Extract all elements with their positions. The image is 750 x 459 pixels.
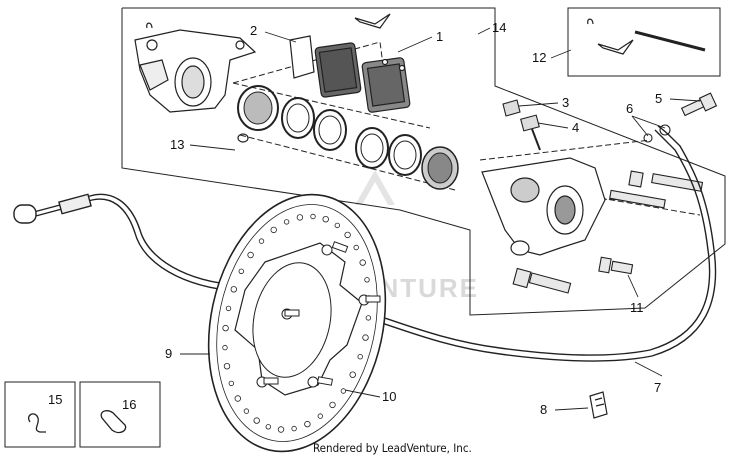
callout-11: 11 [630, 300, 644, 315]
bolts [512, 30, 718, 294]
disc-hole [344, 231, 351, 239]
disc-hole [243, 408, 250, 414]
bleed-valve [502, 99, 541, 151]
disc-hole [253, 417, 260, 424]
disc-hole [317, 413, 323, 419]
disc-hole [310, 213, 316, 220]
render-credit: Rendered by LeadVenture, Inc. [313, 441, 472, 455]
caliper-half-right [481, 157, 606, 256]
disc-hole [296, 214, 304, 221]
spring-clip [589, 391, 608, 419]
callout-8: 8 [540, 402, 547, 417]
brake-disc [207, 193, 387, 453]
callout-3: 3 [562, 95, 569, 110]
callout-labels: 1 2 3 4 5 6 7 8 9 10 11 12 13 14 15 16 [48, 20, 662, 417]
disc-hole [230, 286, 237, 293]
disc-hole [357, 354, 363, 360]
disc-hole [365, 315, 372, 321]
caliper-half-left [134, 29, 257, 113]
disc-hole [225, 305, 232, 312]
disc-hole [349, 371, 356, 378]
callout-16: 16 [122, 397, 136, 412]
disc-hole [223, 363, 231, 370]
disc-hole [362, 334, 369, 341]
disc-hole [265, 424, 271, 430]
callout-9: 9 [165, 346, 172, 361]
disc-hole [247, 251, 254, 259]
disc-hole [334, 222, 340, 229]
disc-hole [291, 425, 297, 432]
disc-hole [238, 268, 244, 274]
disc-hole [258, 238, 265, 244]
disc-hole [283, 219, 290, 225]
callout-15: 15 [48, 392, 62, 407]
disc-hole [329, 401, 336, 409]
disc-drill-holes [222, 213, 373, 433]
callout-7: 7 [654, 380, 661, 395]
disc-hole [277, 426, 285, 433]
disc-hole [304, 420, 311, 428]
callout-6: 6 [626, 101, 633, 116]
disc-hole [222, 324, 229, 332]
disc-hole [364, 277, 370, 283]
callout-4: 4 [572, 120, 579, 135]
disc-hole [234, 395, 241, 402]
small-hardware [146, 13, 634, 55]
disc-hole [228, 380, 234, 387]
callout-1: 1 [436, 29, 443, 44]
disc-hole [322, 215, 329, 223]
callout-2: 2 [250, 23, 257, 38]
inset-boxes [4, 381, 161, 448]
disc-hole [340, 388, 347, 394]
brake-pads [289, 35, 411, 113]
callout-10: 10 [382, 389, 396, 404]
disc-hole [353, 244, 359, 251]
callout-13: 13 [170, 137, 184, 152]
leader-lines [180, 27, 701, 411]
callout-14: 14 [492, 20, 506, 35]
brake-hose [13, 125, 717, 362]
callout-12: 12 [532, 50, 546, 65]
disc-hole [270, 226, 277, 234]
disc-hole [222, 344, 228, 351]
piston-seals [237, 85, 459, 190]
disc-hole [359, 259, 366, 266]
callout-5: 5 [655, 91, 662, 106]
